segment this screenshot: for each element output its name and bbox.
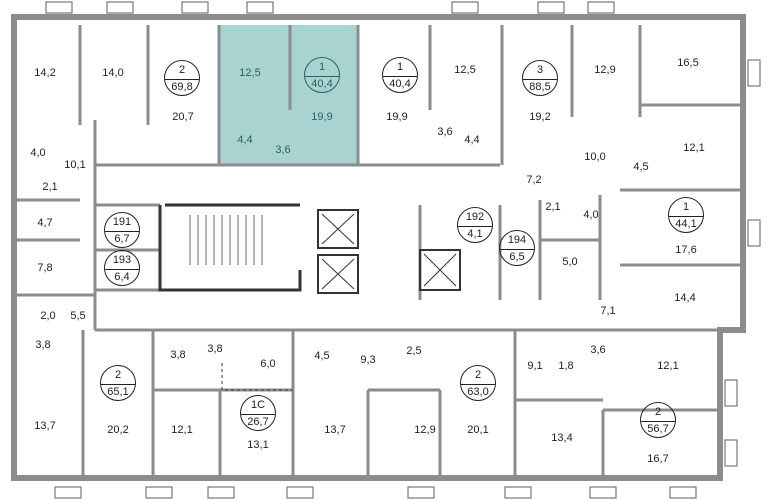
partition-dashed [221,363,293,391]
room-area: 16,7 [647,453,669,465]
room-area: 17,6 [675,244,697,256]
apartment-rooms: 2 [474,369,482,381]
apartment-area: 56,7 [641,421,675,435]
apartment-rooms: 1 [318,61,326,73]
apartment-area: 26,7 [241,414,275,428]
room-area: 12,5 [454,64,476,76]
apartment-area: 65,1 [101,384,135,398]
room-area: 12,5 [239,67,261,79]
room-area: 10,0 [584,151,606,163]
apartment-rooms: 1 [396,61,404,73]
room-area: 7,2 [526,174,542,186]
room-area: 7,8 [37,262,53,274]
apartment-area: 69,8 [165,79,199,93]
room-area: 2,5 [406,345,422,357]
room-area: 12,1 [657,360,679,372]
storage-number: 192 [465,211,485,223]
storage-area: 6,7 [105,231,139,245]
room-area: 12,9 [594,64,616,76]
elevator-icon [317,209,461,294]
room-area: 3,8 [170,349,186,361]
apartment-rooms: 2 [654,406,662,418]
room-area: 20,7 [172,111,194,123]
storage-number: 193 [112,254,132,266]
apartment-badge[interactable]: 1С 26,7 [240,395,276,431]
room-area: 3,6 [275,144,291,156]
storage-number: 194 [507,234,527,246]
room-area: 2,1 [42,181,58,193]
apartment-area: 88,5 [523,79,557,93]
apartment-area: 40,4 [383,76,417,90]
room-area: 19,9 [386,111,408,123]
room-area: 9,3 [360,354,376,366]
room-area: 14,2 [34,67,56,79]
apartment-rooms: 1С [250,399,266,411]
room-area: 19,9 [311,111,333,123]
room-area: 19,2 [529,111,551,123]
apartment-rooms: 3 [536,64,544,76]
room-area: 4,0 [30,147,46,159]
room-area: 1,8 [558,360,574,372]
room-area: 14,4 [674,292,696,304]
room-area: 20,2 [107,424,129,436]
room-area: 4,4 [464,134,480,146]
room-area: 4,5 [314,350,330,362]
apartment-area: 40,4 [305,76,339,90]
room-area: 4,4 [237,134,253,146]
room-area: 4,7 [37,217,53,229]
room-area: 13,1 [247,439,269,451]
apartment-area: 63,0 [461,384,495,398]
room-area: 12,9 [414,424,436,436]
room-area: 6,0 [260,358,276,370]
room-area: 3,8 [207,343,223,355]
room-area: 2,1 [545,201,561,213]
room-area: 12,1 [683,142,705,154]
apartment-rooms: 2 [178,64,186,76]
windows [45,1,761,499]
room-area: 3,6 [437,126,453,138]
apartment-rooms: 1 [682,201,690,213]
stairwell [158,203,302,292]
room-area: 10,1 [64,159,86,171]
room-area: 5,5 [70,310,86,322]
room-area: 2,0 [40,310,56,322]
storage-area: 6,4 [105,269,139,283]
room-area: 14,0 [102,67,124,79]
room-area: 3,6 [590,344,606,356]
room-area: 3,8 [35,339,51,351]
room-area: 16,5 [677,57,699,69]
apartment-rooms: 2 [114,369,122,381]
storage-area: 6,5 [500,249,534,263]
room-area: 13,7 [34,420,56,432]
apartment-area: 44,1 [669,216,703,230]
room-area: 9,1 [527,360,543,372]
room-area: 13,7 [324,424,346,436]
room-area: 20,1 [467,424,489,436]
room-area: 4,0 [583,209,599,221]
room-area: 12,1 [171,424,193,436]
room-area: 4,5 [633,161,649,173]
room-area: 7,1 [600,305,616,317]
room-area: 5,0 [562,256,578,268]
room-area: 13,4 [551,432,573,444]
storage-area: 4,1 [458,226,492,240]
storage-number: 191 [112,216,132,228]
